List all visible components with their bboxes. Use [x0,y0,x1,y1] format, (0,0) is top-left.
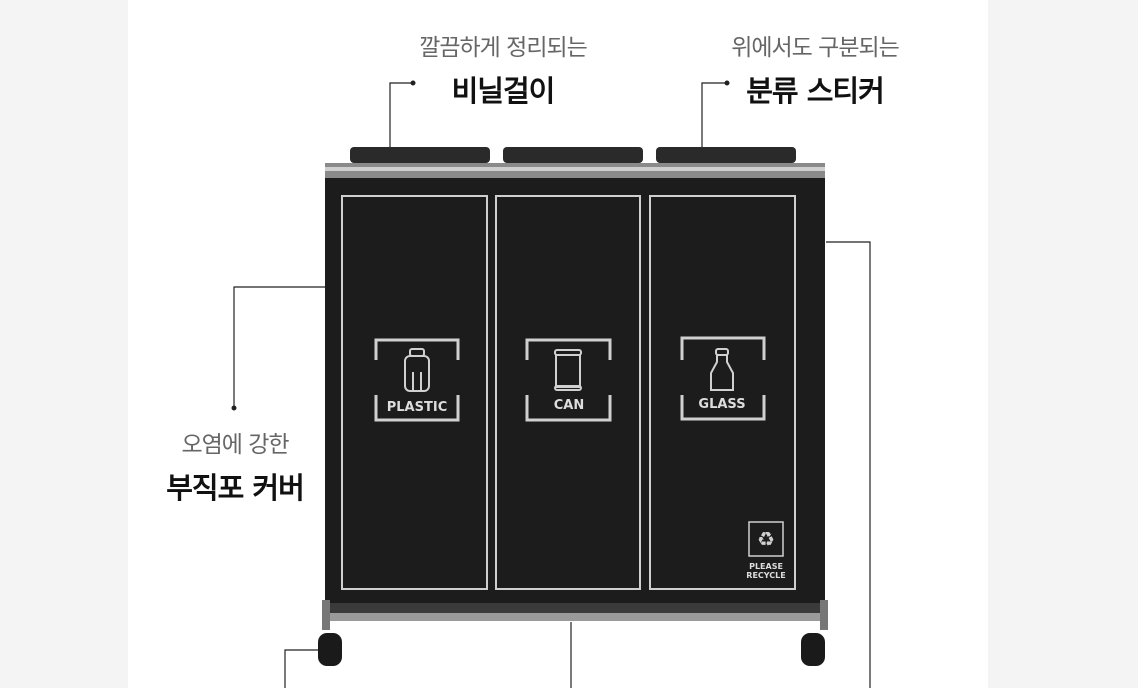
sticker-frames [374,336,766,422]
callout-title: 비닐걸이 [451,74,556,108]
callout-dot [231,405,237,411]
callout-sorting-sticker: 위에서도 구분되는 분류 스티커 [685,28,945,110]
callout-title: 부직포 커버 [166,471,305,505]
callout-subtitle: 깔끔하게 정리되는 [419,35,588,61]
recycle-text-line1: PLEASE [749,562,783,571]
bag-hanger-lids [325,147,825,178]
recycle-icon: ♻ [757,527,775,551]
can-icon [554,349,582,391]
glass-bottle-icon [710,348,734,391]
callout-subtitle: 위에서도 구분되는 [731,35,900,61]
plastic-bottle-icon [404,348,430,392]
callout-subtitle: 오염에 강한 [181,432,289,458]
callout-nonwoven-cover: 오염에 강한 부직포 커버 [105,425,365,507]
callout-dot [410,80,416,86]
bin-label-can: CAN [554,398,584,413]
recycle-text-line2: RECYCLE [746,571,785,580]
recycle-badge [748,521,784,557]
wheel [318,633,342,666]
nonwoven-cover [325,178,825,606]
bottom-frame [322,600,828,630]
callout-bag-hanger: 깔끔하게 정리되는 비닐걸이 [373,28,633,110]
callout-lines [233,82,871,688]
bin-label-plastic: PLASTIC [387,400,447,415]
callout-title: 분류 스티커 [746,74,885,108]
bin-label-glass: GLASS [698,397,745,412]
wheel [801,633,825,666]
callout-dot [724,80,730,86]
bin-panels [341,195,796,590]
